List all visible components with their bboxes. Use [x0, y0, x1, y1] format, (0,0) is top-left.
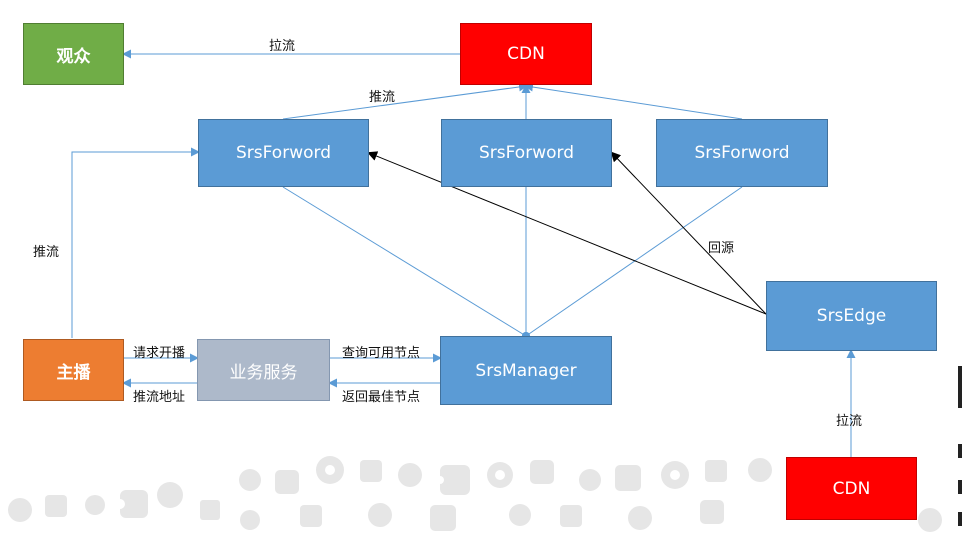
anchor-node: 主播 [23, 339, 124, 401]
cdn-top-node: CDN [460, 23, 592, 85]
cdn-top-label: CDN [507, 44, 545, 64]
edge-forward3-to-cdn [524, 82, 743, 120]
cropped-edge-mark [958, 366, 962, 408]
cropped-edge-mark [958, 480, 962, 494]
cropped-edge-mark [958, 444, 962, 458]
srs-forward-label-1: SrsForword [236, 143, 331, 163]
srs-forward-label-3: SrsForword [694, 143, 790, 163]
cdn-bottom-node: CDN [786, 457, 917, 520]
srs-forward-node-3: SrsForword [656, 119, 828, 187]
srs-manager-label: SrsManager [475, 360, 577, 381]
business-service-node: 业务服务 [197, 339, 330, 401]
edge-edge-to-forward1 [367, 151, 767, 315]
srs-forward-node-1: SrsForword [198, 119, 369, 187]
srs-forward-label-2: SrsForword [479, 143, 574, 163]
label-cdn-to-edge: 拉流 [836, 414, 863, 429]
label-forward-to-cdn: 推流 [369, 90, 396, 105]
label-anchor-to-forward: 推流 [33, 245, 60, 260]
business-service-label: 业务服务 [229, 362, 298, 383]
label-manager-to-business: 返回最佳节点 [342, 390, 421, 405]
cropped-edge-mark [958, 512, 962, 526]
edge-forward3-to-manager [522, 186, 743, 340]
label-business-to-manager: 查询可用节点 [342, 346, 421, 361]
label-edge-origin-pull: 回源 [708, 241, 735, 256]
srs-edge-node: SrsEdge [766, 281, 937, 351]
srs-manager-node: SrsManager [440, 336, 612, 405]
edge-forward1-to-cdn [282, 82, 528, 120]
audience-node: 观众 [23, 23, 124, 85]
edge-edge-to-forward2 [610, 151, 767, 315]
decorative-background-pattern [8, 456, 942, 532]
cdn-bottom-label: CDN [832, 478, 871, 499]
audience-label: 观众 [56, 46, 91, 67]
label-business-to-anchor: 推流地址 [133, 390, 186, 405]
edge-forward1-to-manager [282, 186, 530, 340]
srs-edge-label: SrsEdge [816, 306, 887, 326]
edge-anchor-to-forward [71, 147, 200, 338]
label-anchor-to-business: 请求开播 [133, 346, 186, 361]
label-cdn-to-audience: 拉流 [269, 39, 296, 54]
srs-forward-node-2: SrsForword [441, 119, 612, 187]
anchor-label: 主播 [56, 362, 91, 383]
